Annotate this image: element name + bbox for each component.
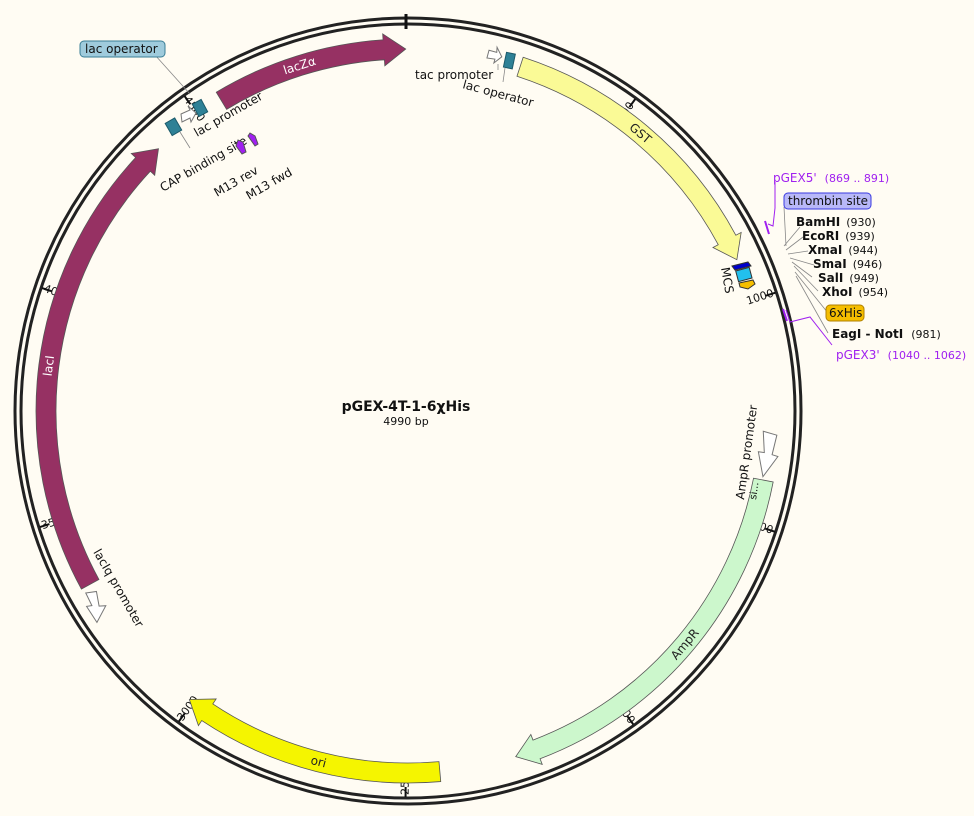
6xhis-label: 6xHis	[829, 306, 862, 320]
lac-operator-badge[interactable]	[79, 40, 166, 58]
tick-mark	[177, 712, 186, 723]
pgex3-mark	[782, 308, 788, 322]
tac-lac-operator-feature[interactable]	[502, 51, 516, 70]
mcs-label: MCS	[718, 266, 736, 294]
thrombin-feature[interactable]	[731, 261, 752, 271]
6xhis-badge[interactable]	[825, 304, 865, 322]
lac-operator-feature[interactable]	[191, 98, 209, 118]
ampr-promoter-arrow[interactable]	[755, 430, 781, 478]
thrombin-label: thrombin site	[788, 194, 868, 208]
site-pos: (946)	[853, 258, 883, 271]
site-smai[interactable]: SmaI (946)	[813, 257, 882, 271]
site-sali[interactable]: SalI (949)	[818, 271, 879, 285]
tick-mark	[41, 287, 52, 293]
ampr-promoter-region: AmpR promoter si...	[733, 404, 781, 501]
tac-region: tac promoter lac operator	[415, 45, 535, 110]
m13-rev-feature[interactable]	[235, 139, 247, 155]
backbone-outer	[13, 16, 803, 806]
site-pos: (949)	[849, 272, 879, 285]
tick-mark	[626, 715, 635, 726]
laciq-promoter-arrow[interactable]	[81, 588, 111, 624]
site-pos: (944)	[848, 244, 878, 257]
feature-ori-arrow[interactable]	[188, 698, 442, 784]
pgex5-name: pGEX5'	[773, 171, 817, 185]
tac-promoter-label: tac promoter	[415, 68, 493, 82]
site-xhoi[interactable]: XhoI (954)	[822, 285, 888, 299]
site-annotations: pGEX5' (869 .. 891) thrombin site BamHI (9…	[764, 171, 966, 362]
site-pos: (939)	[845, 230, 875, 243]
tick-mark	[183, 95, 192, 105]
tick-group: 50010001500200025003000350040004500	[39, 94, 776, 797]
lac-operator-leader	[154, 54, 191, 95]
site-name: SmaI	[813, 257, 847, 271]
backbone-inner	[19, 22, 797, 800]
lac-region: lac operator lac promoter CAP binding si…	[79, 40, 295, 203]
site-bamhi[interactable]: BamHI (930)	[796, 215, 876, 229]
site-ecori[interactable]: EcoRI (939)	[802, 229, 875, 243]
lac-operator-label: lac operator	[85, 42, 158, 56]
tac-promoter-arrow[interactable]	[486, 45, 504, 65]
signal-peptide-label: si...	[748, 482, 761, 501]
feature-lacz-arrow[interactable]	[215, 33, 407, 110]
m13-fwd-feature[interactable]	[247, 132, 259, 147]
lac-operator-leader-2	[502, 67, 506, 83]
site-name: XmaI	[808, 243, 842, 257]
site-name: XhoI	[822, 285, 853, 299]
site-name: SalI	[818, 271, 843, 285]
pgex3-range: (1040 .. 1062)	[888, 349, 967, 362]
feature-gst-arrow[interactable]	[516, 56, 742, 261]
site-pos: (981)	[911, 328, 941, 341]
plasmid-length: 4990 bp	[383, 415, 428, 428]
site-name: EagI - NotI	[832, 327, 903, 341]
backbone	[13, 14, 803, 806]
cap-leader	[179, 131, 191, 149]
site-name: EcoRI	[802, 229, 839, 243]
feature-laci-arrow[interactable]	[35, 148, 159, 590]
pgex5-label[interactable]: pGEX5' (869 .. 891)	[773, 171, 889, 185]
lac-promoter-arrow[interactable]	[180, 105, 197, 124]
pgex5-mark	[764, 220, 770, 235]
pgex5-range: (869 .. 891)	[825, 172, 890, 185]
thrombin-badge[interactable]	[783, 192, 872, 210]
lac-operator-label-2: lac operator	[461, 77, 535, 109]
6xhis-feature[interactable]	[738, 279, 756, 290]
site-name: BamHI	[796, 215, 840, 229]
tick-mark	[765, 291, 776, 297]
cap-binding-site-feature[interactable]	[164, 117, 183, 137]
mcs-region: MCS	[718, 261, 756, 294]
laciq-promoter-region: lacIq promoter	[81, 547, 147, 630]
site-pos: (954)	[859, 286, 889, 299]
site-eagi-noti[interactable]: EagI - NotI (981)	[832, 327, 941, 341]
tick-mark	[764, 527, 775, 533]
tick-label: 1000	[745, 287, 776, 308]
pgex5-leader	[767, 182, 776, 227]
mcs-feature[interactable]	[735, 266, 753, 283]
site-pos: (930)	[846, 216, 876, 229]
feature-label: ori	[309, 753, 328, 770]
site-leaders	[783, 206, 829, 334]
tick-mark	[628, 98, 637, 108]
plasmid-name: pGEX-4T-1-6χHis	[342, 399, 471, 415]
feature-ampr-arrow[interactable]	[515, 477, 774, 765]
pgex3-name: pGEX3'	[836, 348, 880, 362]
tick-mark	[39, 523, 50, 528]
site-xmai[interactable]: XmaI (944)	[808, 243, 878, 257]
pgex3-label[interactable]: pGEX3' (1040 .. 1062)	[836, 348, 966, 362]
feature-label: lacI	[41, 355, 57, 377]
pgex3-leader	[785, 309, 833, 346]
